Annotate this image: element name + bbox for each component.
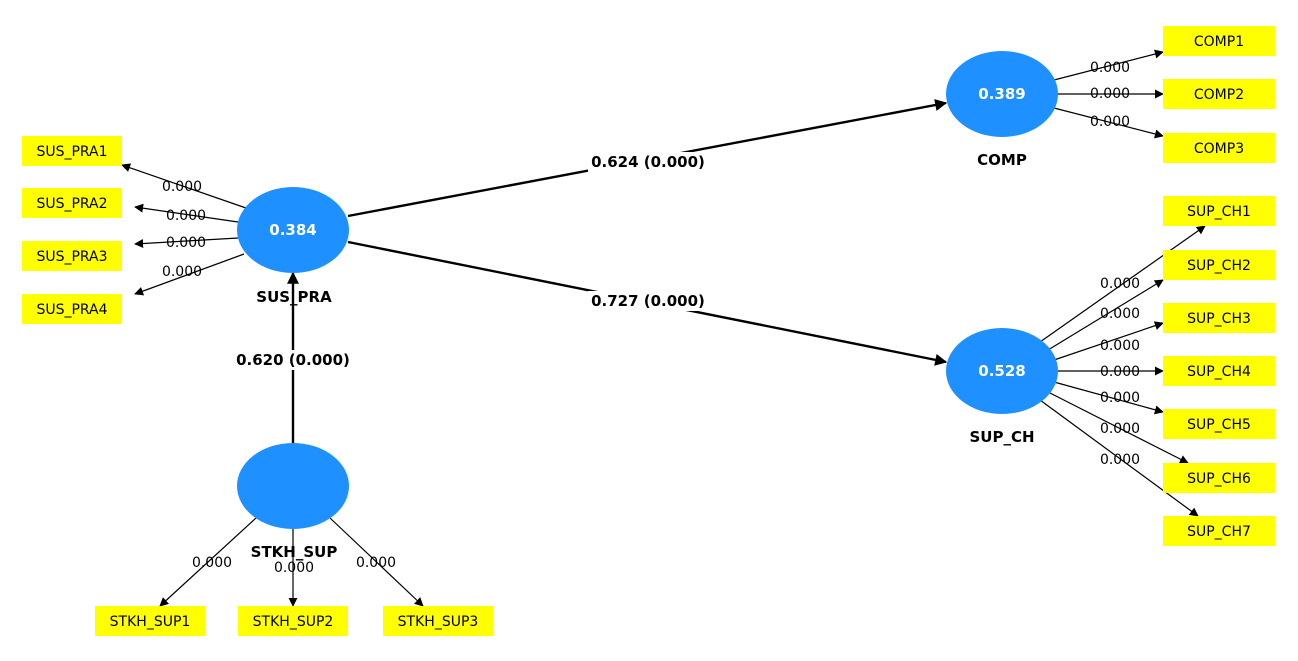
indicator-arrow-stkh-sup3 [329,517,424,607]
indicator-box-stkh-sup3[interactable] [383,606,493,636]
path-coefficient-sus-pra-to-comp: 0.624 (0.000) [591,153,705,171]
indicator-weight-sup-ch5: 0.000 [1100,390,1140,406]
latent-node-comp[interactable] [946,51,1058,137]
indicator-box-sup-ch5[interactable] [1163,409,1275,439]
latent-name-stkh-sup: STKH_SUP [251,543,338,561]
path-coefficient-stkh-sup-to-sus-pra: 0.620 (0.000) [236,351,350,369]
indicator-weight-sus-pra2: 0.000 [166,208,206,224]
latent-name-comp: COMP [977,151,1027,169]
indicator-label-sus-pra2: SUS_PRA2 [36,196,107,212]
indicator-label-sup-ch6: SUP_CH6 [1187,471,1251,487]
indicator-label-sus-pra4: SUS_PRA4 [36,302,107,318]
indicator-arrow-sus-pra3 [134,237,239,249]
path-label-background [588,152,708,172]
latent-node-stkh-sup[interactable] [237,443,349,529]
indicator-box-sup-ch2[interactable] [1163,250,1275,280]
indicator-box-comp1[interactable] [1163,26,1275,56]
indicator-label-sup-ch2: SUP_CH2 [1187,258,1251,274]
indicator-weight-sus-pra4: 0.000 [162,264,202,280]
indicator-label-sup-ch4: SUP_CH4 [1187,364,1251,380]
indicator-label-stkh-sup3: STKH_SUP3 [398,614,479,630]
indicator-arrow-sus-pra4 [134,253,245,296]
indicator-arrow-sus-pra2 [134,203,239,223]
latent-name-sus-pra: SUS_PRA [256,288,332,306]
indicator-box-comp3[interactable] [1163,133,1275,163]
latent-name-sup-ch: SUP_CH [969,428,1034,446]
latent-r-squared-sus-pra: 0.384 [269,221,316,239]
indicator-arrow-sup-ch6 [1047,391,1189,464]
indicator-label-sup-ch5: SUP_CH5 [1187,417,1251,433]
path-label-background [588,291,708,311]
indicator-label-sup-ch7: SUP_CH7 [1187,524,1251,540]
indicator-box-stkh-sup1[interactable] [95,606,205,636]
indicator-label-stkh-sup1: STKH_SUP1 [110,614,191,630]
indicator-weight-stkh-sup1: 0.000 [192,555,232,571]
indicator-weight-sup-ch4: 0.000 [1100,364,1140,380]
indicator-box-sup-ch1[interactable] [1163,196,1275,226]
indicator-arrow-sus-pra1 [121,163,247,209]
indicator-label-comp1: COMP1 [1194,34,1244,50]
indicator-arrow-sup-ch2 [1047,279,1164,351]
indicator-weight-sus-pra3: 0.000 [166,235,206,251]
latent-node-sup-ch[interactable] [946,328,1058,414]
indicator-label-sus-pra1: SUS_PRA1 [36,144,107,160]
indicator-weight-comp3: 0.000 [1090,114,1130,130]
indicator-arrow-sup-ch5 [1053,381,1164,415]
indicator-box-sup-ch6[interactable] [1163,463,1275,493]
indicator-weight-sup-ch1: 0.000 [1100,276,1140,292]
indicator-weight-sus-pra1: 0.000 [162,179,202,195]
indicator-weight-sup-ch6: 0.000 [1100,421,1140,437]
indicator-box-sus-pra2[interactable] [22,188,122,218]
indicator-box-stkh-sup2[interactable] [238,606,348,636]
indicator-box-sup-ch7[interactable] [1163,516,1275,546]
path-coefficient-sus-pra-to-sup-ch: 0.727 (0.000) [591,292,705,310]
indicator-box-sus-pra4[interactable] [22,294,122,324]
indicator-box-comp2[interactable] [1163,79,1275,109]
indicator-arrow-sup-ch3 [1053,321,1164,361]
indicator-arrow-stkh-sup1 [159,517,257,607]
indicator-box-sus-pra1[interactable] [22,136,122,166]
indicator-weight-comp2: 0.000 [1090,86,1130,102]
indicator-arrow-comp3 [1053,107,1164,139]
indicator-box-sus-pra3[interactable] [22,241,122,271]
latent-r-squared-comp: 0.389 [978,85,1025,103]
indicator-box-sup-ch3[interactable] [1163,303,1275,333]
indicator-label-comp2: COMP2 [1194,87,1244,103]
latent-r-squared-sup-ch: 0.528 [978,362,1025,380]
indicator-box-sup-ch4[interactable] [1163,356,1275,386]
indicator-label-sup-ch1: SUP_CH1 [1187,204,1251,220]
indicator-label-sus-pra3: SUS_PRA3 [36,249,107,265]
latent-node-sus-pra[interactable] [237,187,349,273]
indicator-weight-sup-ch3: 0.000 [1100,338,1140,354]
indicator-weight-comp1: 0.000 [1090,60,1130,76]
indicator-arrow-sup-ch1 [1039,225,1206,343]
indicator-weight-stkh-sup3: 0.000 [356,555,396,571]
indicator-label-sup-ch3: SUP_CH3 [1187,311,1251,327]
indicator-label-stkh-sup2: STKH_SUP2 [253,614,334,630]
path-label-background [233,350,353,370]
indicator-arrow-comp1 [1053,49,1164,81]
indicator-weight-sup-ch7: 0.000 [1100,452,1140,468]
indicator-weight-sup-ch2: 0.000 [1100,306,1140,322]
indicator-label-comp3: COMP3 [1194,141,1244,157]
indicator-arrow-sup-ch7 [1039,399,1199,517]
indicator-weight-stkh-sup2: 0.000 [274,560,314,576]
